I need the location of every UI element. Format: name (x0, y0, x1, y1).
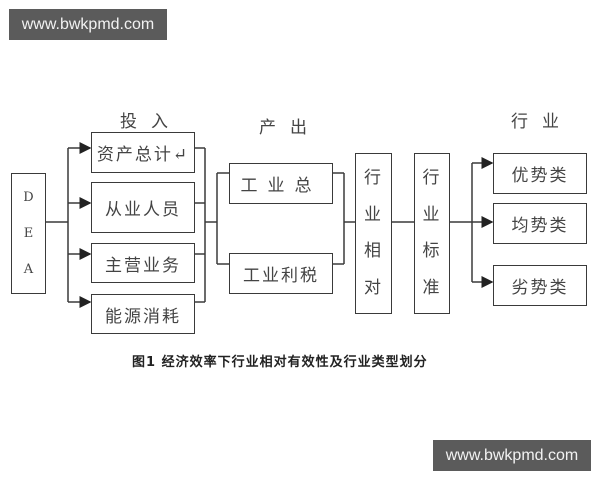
output-box-industrial-total: 工业总 (229, 163, 333, 204)
char: 业 (364, 204, 383, 225)
input-box-total-assets: 资产总计↵ (91, 132, 195, 173)
char: 对 (364, 278, 383, 299)
watermark-top: www.bwkpmd.com (9, 9, 167, 40)
char: 标 (422, 241, 442, 262)
output-box-industrial-profit-tax: 工业利税 (229, 253, 333, 294)
input-box-employees: 从业人员 (91, 182, 195, 233)
dea-letter-e: E (23, 225, 34, 241)
char: 行 (422, 167, 442, 188)
header-industry: 行业 (511, 112, 573, 132)
industry-relative-box: 行 业 相 对 (355, 153, 392, 314)
char: 业 (422, 204, 442, 225)
dea-letter-a: A (23, 261, 34, 277)
figure-caption: 图1 经济效率下行业相对有效性及行业类型划分 (132, 355, 428, 370)
char: 相 (364, 241, 383, 262)
header-input: 投入 (120, 112, 182, 132)
header-output: 产出 (259, 118, 321, 138)
dea-box: D E A (11, 173, 46, 294)
char: 行 (364, 167, 383, 188)
input-box-main-business: 主营业务 (91, 243, 195, 283)
category-box-disadvantage: 劣势类 (493, 265, 587, 306)
watermark-bottom: www.bwkpmd.com (433, 440, 591, 471)
category-box-balanced: 均势类 (493, 203, 587, 244)
dea-letter-d: D (23, 190, 34, 206)
industry-standard-box: 行 业 标 准 (414, 153, 450, 314)
input-box-energy-consumption: 能源消耗 (91, 294, 195, 334)
char: 准 (422, 278, 442, 299)
category-box-advantage: 优势类 (493, 153, 587, 194)
